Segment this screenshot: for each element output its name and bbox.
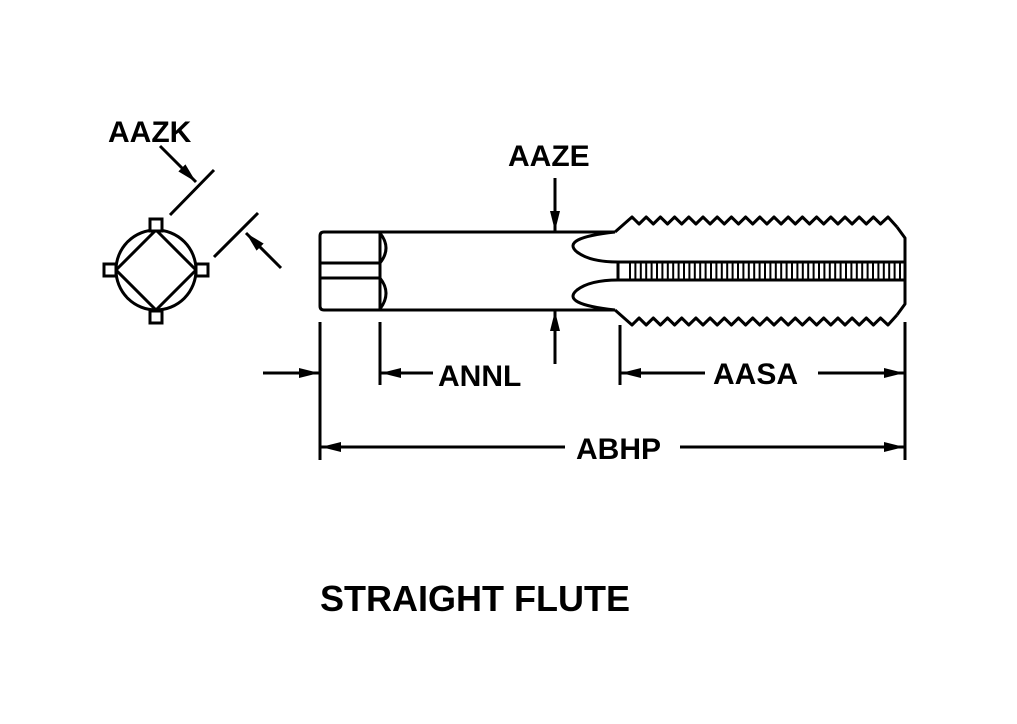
thread-top-profile — [614, 215, 899, 234]
square-drive-curve-top — [378, 232, 388, 264]
drawing-title: STRAIGHT FLUTE — [320, 578, 630, 619]
aazk-label: AAZK — [108, 116, 192, 149]
side-view — [318, 215, 907, 327]
flute-land-left — [102, 262, 118, 278]
end-view-circle — [114, 228, 198, 312]
thread-bottom-profile — [614, 308, 899, 327]
aazk-extension-line-2 — [212, 211, 260, 259]
flute-hatching — [629, 263, 901, 279]
square-drive-curve-bottom — [378, 277, 388, 310]
aazk-arrow-1 — [158, 144, 198, 184]
chamfer-end — [895, 226, 907, 316]
aazk-arrow-2 — [244, 231, 283, 270]
aasa-label: AASA — [713, 358, 798, 391]
abhp-label: ABHP — [576, 433, 661, 466]
annl-label: ANNL — [438, 360, 521, 393]
flute-runout-top — [571, 230, 619, 264]
flute-land-bottom — [148, 309, 164, 325]
flute-land-right — [194, 262, 210, 278]
aazk-extension-line-1 — [168, 168, 216, 217]
end-view — [102, 144, 283, 325]
aaze-label: AAZE — [508, 140, 590, 173]
flute-runout-bottom — [571, 278, 619, 312]
flute-land-top — [148, 217, 164, 233]
square-drive-end — [318, 230, 380, 312]
